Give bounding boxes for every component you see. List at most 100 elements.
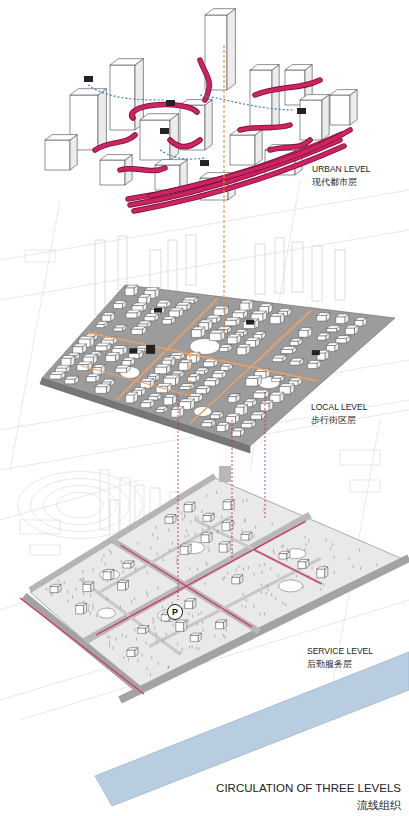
building-roof	[355, 318, 367, 321]
tree-mark	[196, 647, 197, 650]
building-face	[156, 409, 164, 412]
building-roof	[192, 327, 205, 330]
building-face	[272, 378, 281, 382]
tree-mark	[162, 558, 163, 561]
building-roof	[253, 390, 268, 393]
tree-mark	[243, 567, 244, 570]
tree-mark	[242, 529, 243, 532]
building-roof	[131, 326, 146, 329]
diagram-title: CIRCULATION OF THREE LEVELS	[216, 782, 401, 794]
tree-mark	[275, 597, 276, 600]
building-roof	[83, 582, 94, 584]
tree-mark	[157, 537, 158, 540]
tree-mark	[241, 604, 242, 607]
tree-mark	[115, 637, 116, 640]
building-roof	[222, 520, 233, 522]
building-face	[219, 544, 227, 552]
ghost-tower	[95, 240, 105, 315]
tree-mark	[197, 568, 198, 571]
tree-mark	[236, 569, 237, 572]
building-roof	[250, 65, 279, 70]
building-roof	[289, 378, 302, 381]
map-line	[10, 200, 60, 470]
blue-route	[88, 85, 165, 100]
tree-mark	[107, 635, 108, 638]
level-label: 步行街区层	[310, 415, 357, 425]
building-roof	[77, 362, 92, 365]
tree-mark	[189, 612, 190, 615]
map-ring	[31, 478, 130, 531]
service-route	[20, 598, 144, 694]
building-roof	[241, 532, 252, 534]
map-line	[0, 190, 409, 260]
tree-mark	[360, 567, 361, 570]
icon-tag	[200, 160, 209, 166]
building-roof	[210, 412, 223, 415]
tree-mark	[198, 613, 199, 616]
building-roof	[115, 365, 130, 368]
building-roof	[223, 499, 234, 501]
building-roof	[235, 404, 247, 407]
tree-mark	[83, 577, 84, 580]
tree-mark	[223, 578, 224, 581]
tree-mark	[263, 508, 264, 511]
building-roof	[210, 330, 225, 333]
building-roof	[251, 412, 265, 415]
building-roof	[228, 394, 240, 397]
building-face	[336, 338, 346, 343]
tree-mark	[254, 534, 255, 537]
building-face	[127, 650, 135, 657]
building-face	[222, 522, 230, 530]
tree-mark	[195, 515, 196, 518]
building-roof	[171, 371, 184, 374]
tree-mark	[154, 627, 155, 630]
building-roof	[232, 310, 247, 313]
building-face	[86, 377, 96, 382]
building-face	[336, 317, 345, 324]
tree-mark	[283, 544, 284, 547]
walk-route	[88, 333, 317, 381]
map-block	[30, 545, 60, 555]
tree-mark	[245, 606, 246, 609]
tree-mark	[260, 612, 261, 615]
building-face	[100, 160, 125, 185]
map-ring	[57, 492, 104, 517]
building-roof	[123, 561, 134, 563]
building-roof	[164, 375, 179, 378]
tree-mark	[192, 614, 193, 617]
level-label: 后勤服务层	[306, 659, 353, 669]
building-roof	[165, 515, 176, 517]
tree-mark	[67, 590, 68, 593]
building-face	[223, 502, 231, 510]
building-face	[131, 329, 142, 334]
map-line	[0, 230, 409, 300]
blue-route	[200, 95, 295, 110]
tree-mark	[89, 604, 90, 607]
building-roof	[126, 310, 141, 313]
building-roof	[100, 155, 132, 160]
tree-mark	[96, 614, 97, 617]
building-face	[298, 562, 306, 569]
building-roof	[102, 379, 114, 382]
building-roof	[50, 372, 65, 375]
map-block	[340, 450, 380, 465]
building-roof	[220, 345, 232, 348]
building-face	[138, 628, 146, 633]
tree-mark	[173, 624, 174, 627]
tree-mark	[146, 642, 147, 645]
tree-mark	[128, 658, 129, 661]
tree-mark	[176, 561, 177, 564]
building-roof	[336, 336, 350, 339]
icon-tag	[84, 76, 93, 82]
building-face	[216, 622, 224, 629]
tree-mark	[121, 560, 122, 563]
building-side	[255, 130, 262, 165]
building-roof	[65, 376, 79, 379]
building-face	[180, 546, 188, 554]
building-roof	[73, 344, 87, 347]
building-roof	[278, 308, 291, 311]
building-face	[237, 347, 246, 355]
tree-mark	[182, 648, 183, 651]
building-roof	[237, 344, 250, 347]
